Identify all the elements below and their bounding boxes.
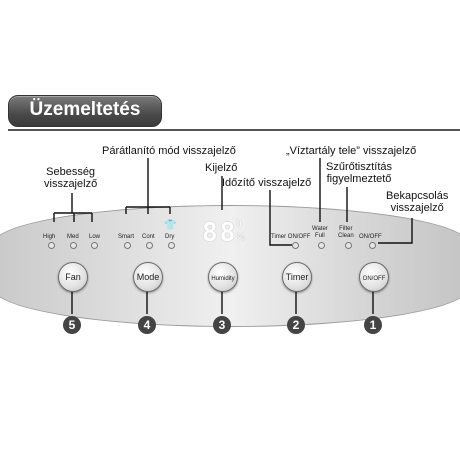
mode-button-label: Mode xyxy=(136,272,160,282)
section-heading: Üzemeltetés xyxy=(8,95,162,127)
callout-mode-indicator: Párátlanító mód visszajelző xyxy=(102,145,236,157)
led-dry xyxy=(168,242,175,249)
mode-button[interactable]: Mode xyxy=(133,262,163,292)
indicator-label-water-full: Water Full xyxy=(312,226,328,239)
humidity-button[interactable]: Humidity xyxy=(208,262,238,292)
led-timer xyxy=(292,242,299,249)
badge-number-3: 3 xyxy=(213,316,231,334)
on-off-button[interactable]: ON/OFF xyxy=(359,262,389,292)
led-med xyxy=(70,242,77,249)
led-water-full xyxy=(318,242,325,249)
led-cont xyxy=(146,242,153,249)
badge-number-1: 1 xyxy=(364,316,382,334)
callout-filter-warning: Szűrőtisztítás figyelmeztető xyxy=(326,161,393,185)
callout-power-indicator: Bekapcsolás visszajelző xyxy=(386,190,449,214)
badge-number-4: 4 xyxy=(138,316,156,334)
display-unit-percent: % xyxy=(236,232,245,243)
callout-timer-indicator: Időzítő visszajelző xyxy=(222,177,312,189)
indicator-label-cont: Cont xyxy=(142,234,155,240)
callout-speed-indicator: Sebesség visszajelző xyxy=(44,166,98,190)
timer-button-label: Timer xyxy=(285,272,309,282)
dry-shirt-icon: 👕 xyxy=(164,220,177,231)
fan-button[interactable]: Fan xyxy=(58,262,88,292)
led-filter-clean xyxy=(345,242,352,249)
led-low xyxy=(91,242,98,249)
indicator-label-filter-clean: Filter Clean xyxy=(338,226,354,239)
indicator-label-dry: Dry xyxy=(165,234,175,240)
badge-number-2: 2 xyxy=(287,316,305,334)
fan-button-label: Fan xyxy=(65,272,81,282)
indicator-label-high: High xyxy=(43,234,56,240)
led-high xyxy=(48,242,55,249)
on-off-button-label: ON/OFF xyxy=(362,276,386,282)
indicator-label-timer: Timer ON/OFF xyxy=(271,234,311,240)
indicator-label-low: Low xyxy=(89,234,101,240)
indicator-label-on-off: ON/OFF xyxy=(359,234,382,240)
callout-tank-full-indicator: „Víztartály tele” visszajelző xyxy=(286,145,417,157)
display-unit-hours: h xyxy=(236,218,242,229)
timer-button[interactable]: Timer xyxy=(282,262,312,292)
heading-divider xyxy=(8,129,460,131)
led-on-off xyxy=(369,242,376,249)
humidity-button-label: Humidity xyxy=(211,276,235,282)
section-heading-text: Üzemeltetés xyxy=(29,99,141,120)
indicator-label-smart: Smart xyxy=(118,234,135,240)
badge-number-5: 5 xyxy=(63,316,81,334)
indicator-label-med: Med xyxy=(67,234,79,240)
led-smart xyxy=(124,242,131,249)
segment-display: 88 xyxy=(202,218,238,248)
callout-display: Kijelző xyxy=(205,162,238,174)
